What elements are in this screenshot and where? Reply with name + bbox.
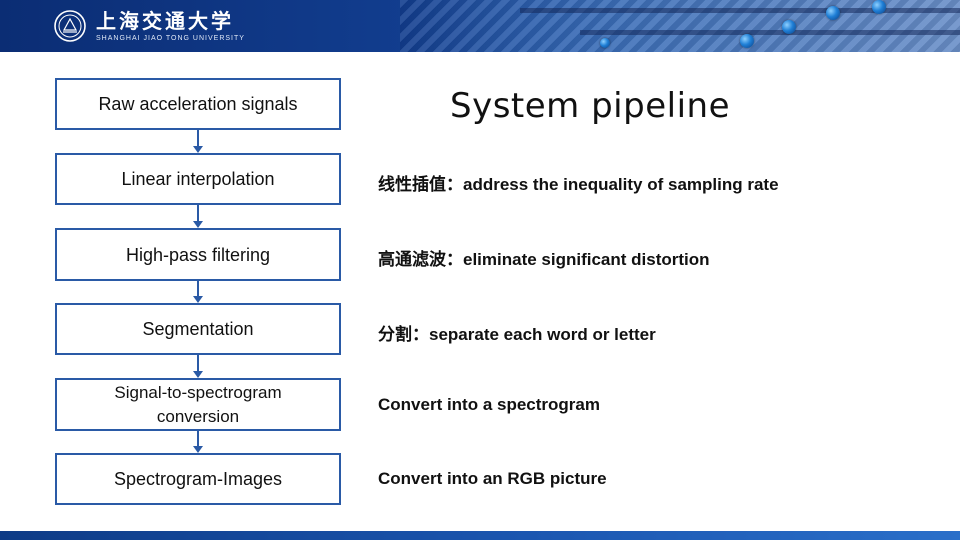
university-name-en: SHANGHAI JIAO TONG UNIVERSITY bbox=[96, 35, 245, 42]
step-description-spectrogram-images: Convert into an RGB picture bbox=[378, 469, 607, 488]
pipeline-step-label: Raw acceleration signals bbox=[98, 94, 298, 114]
ornament-dot bbox=[826, 6, 840, 20]
pipeline-step-raw-signals: Raw acceleration signals bbox=[55, 78, 341, 130]
pipeline-step-segmentation: Segmentation bbox=[55, 303, 341, 355]
step-description-spectrogram-conversion: Convert into a spectrogram bbox=[378, 395, 600, 414]
pipeline-connector bbox=[197, 281, 199, 296]
pipeline-step-label: High-pass filtering bbox=[125, 244, 271, 265]
header-banner: 上海交通大学 SHANGHAI JIAO TONG UNIVERSITY bbox=[0, 0, 960, 52]
ornament-dot bbox=[600, 38, 610, 48]
university-logo-icon bbox=[54, 10, 86, 42]
pipeline-step-spectrogram-images: Spectrogram-Images bbox=[55, 453, 341, 505]
arrow-down-icon bbox=[193, 296, 203, 303]
pipeline-step-label-line1: Signal-to-spectrogram bbox=[114, 382, 282, 402]
step-description-interpolation: 线性插值：address the inequality of sampling … bbox=[378, 175, 779, 194]
pipeline-connector bbox=[197, 130, 199, 146]
pipeline-step-label: Spectrogram-Images bbox=[113, 469, 283, 489]
roof-beam bbox=[520, 8, 960, 13]
ornament-dot bbox=[872, 0, 886, 14]
step-description-segmentation: 分割：separate each word or letter bbox=[378, 325, 656, 344]
roof-beam bbox=[580, 30, 960, 35]
pipeline-step-spectrogram-conversion: Signal-to-spectrogram conversion bbox=[55, 378, 341, 431]
pipeline-step-label: Segmentation bbox=[142, 319, 254, 339]
ornament-dot bbox=[740, 34, 754, 48]
arrow-down-icon bbox=[193, 146, 203, 153]
pipeline-step-label: Linear interpolation bbox=[121, 169, 275, 189]
ornament-dot bbox=[782, 20, 796, 34]
pipeline-step-label-line2: conversion bbox=[156, 406, 240, 426]
pipeline-connector bbox=[197, 355, 199, 371]
arrow-down-icon bbox=[193, 221, 203, 228]
footer-bar bbox=[0, 531, 960, 540]
pipeline-connector bbox=[197, 431, 199, 446]
step-description-high-pass: 高通滤波：eliminate significant distortion bbox=[378, 250, 710, 269]
slide-title: System pipeline bbox=[450, 86, 730, 126]
pipeline-step-interpolation: Linear interpolation bbox=[55, 153, 341, 205]
pipeline-connector bbox=[197, 205, 199, 221]
arrow-down-icon bbox=[193, 446, 203, 453]
arrow-down-icon bbox=[193, 371, 203, 378]
pipeline-step-high-pass: High-pass filtering bbox=[55, 228, 341, 281]
university-name: 上海交通大学 bbox=[96, 9, 234, 33]
